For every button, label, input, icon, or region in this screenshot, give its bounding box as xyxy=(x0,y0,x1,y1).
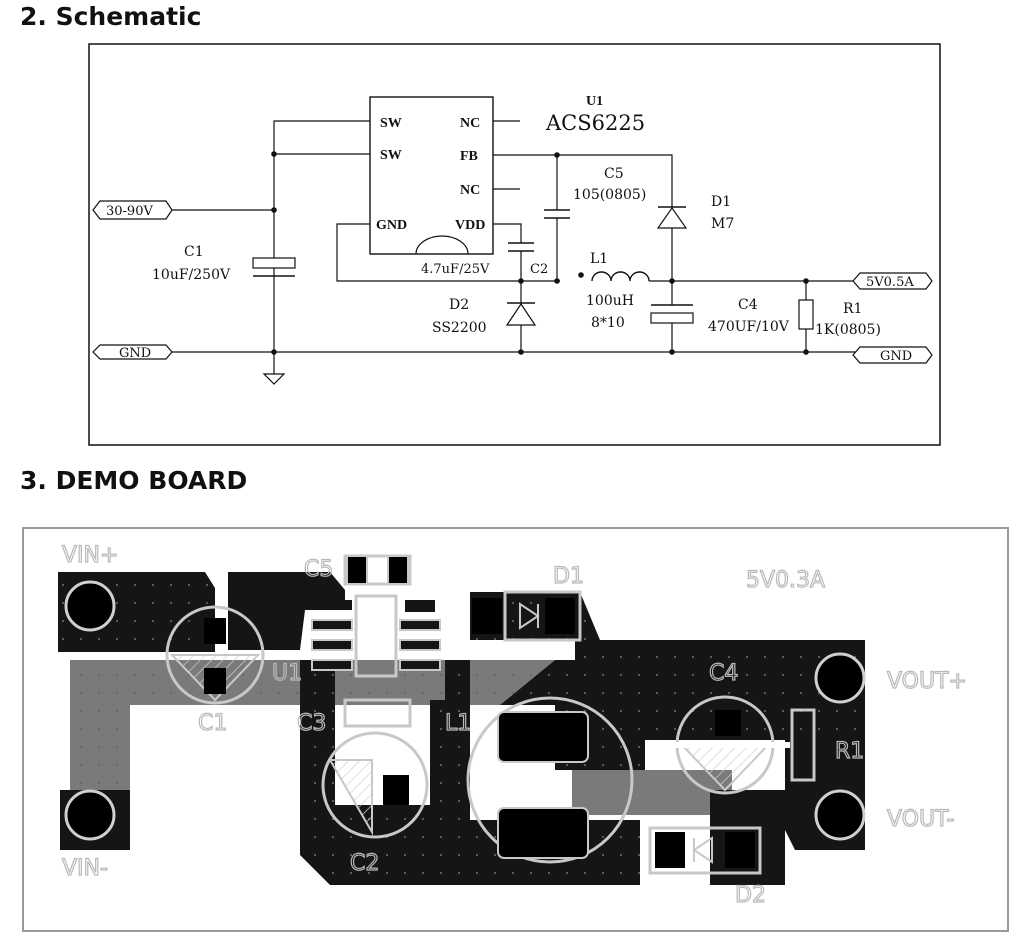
ic-pin-vdd: VDD xyxy=(455,218,485,233)
inductor-l1 xyxy=(578,271,650,282)
schematic-wires xyxy=(172,120,860,385)
port-gnd-in-label: GND xyxy=(119,346,151,361)
label-u1: U1 xyxy=(272,661,302,686)
port-vout-label: 5V0.5A xyxy=(866,275,914,290)
c4-footprint xyxy=(675,695,775,795)
silkscreen-polarity xyxy=(169,654,771,836)
c5-ref: C5 xyxy=(604,166,624,182)
ic-pin-nc1: NC xyxy=(460,116,480,131)
smd-pads xyxy=(204,556,755,868)
label-vin-minus: VIN- xyxy=(62,856,108,881)
port-vin-label: 30-90V xyxy=(106,204,153,219)
port-gnd-out xyxy=(852,346,933,364)
r1-footprint xyxy=(790,708,816,782)
u1-leads xyxy=(311,619,441,671)
ic-ref-label: U1 xyxy=(586,94,603,109)
d1-value: M7 xyxy=(711,216,734,232)
ic-u1: SW SW GND NC FB NC VDD U1 ACS6225 xyxy=(369,94,645,255)
capacitor-c1 xyxy=(252,257,296,277)
l1-ref: L1 xyxy=(590,251,608,267)
label-d1: D1 xyxy=(553,564,584,589)
d1-footprint xyxy=(503,590,582,642)
schematic-ports xyxy=(92,200,933,364)
u1-footprint xyxy=(354,594,398,678)
c5-value: 105(0805) xyxy=(573,187,646,203)
ic-pin-nc2: NC xyxy=(460,183,480,198)
board-trace-gap xyxy=(645,742,790,748)
schematic-section-title: 2. Schematic xyxy=(20,2,202,31)
c1-ref: C1 xyxy=(184,244,204,260)
ic-pin-sw2: SW xyxy=(380,148,402,163)
l1-value: 100uH xyxy=(586,293,634,309)
schematic-diagram: SW SW GND NC FB NC VDD U1 ACS6225 30-90V… xyxy=(88,43,941,446)
ic-body xyxy=(369,96,494,255)
label-c2: C2 xyxy=(350,851,379,876)
l1-footprint xyxy=(466,696,634,864)
c2-footprint xyxy=(321,731,429,839)
port-vin xyxy=(92,200,173,220)
c1-footprint xyxy=(165,605,265,705)
c4-value: 470UF/10V xyxy=(708,319,790,335)
ic-part-label: ACS6225 xyxy=(545,111,645,135)
d2-ref: D2 xyxy=(449,297,469,313)
port-gnd-in xyxy=(92,344,173,360)
port-vout xyxy=(852,272,933,290)
through-hole-pads xyxy=(64,580,866,841)
d2-footprint xyxy=(648,826,762,875)
capacitor-c4 xyxy=(650,304,694,324)
label-c3: C3 xyxy=(297,711,326,736)
schematic-junctions xyxy=(271,151,809,355)
d2-value: SS2200 xyxy=(432,320,487,336)
capacitor-c2 xyxy=(508,242,534,252)
label-rating: 5V0.3A xyxy=(746,568,825,593)
c1-value: 10uF/250V xyxy=(152,267,231,283)
ic-pin-sw1: SW xyxy=(380,116,402,131)
label-vin-plus: VIN+ xyxy=(62,543,118,568)
c3-footprint xyxy=(343,698,412,728)
diode-d2 xyxy=(505,302,537,326)
board-outline xyxy=(22,527,1009,932)
copper-vias xyxy=(58,572,865,885)
bottom-copper xyxy=(70,660,732,815)
label-c1: C1 xyxy=(198,711,227,736)
c5-footprint xyxy=(343,554,412,586)
d1-ref: D1 xyxy=(711,194,731,210)
label-c5: C5 xyxy=(304,557,333,582)
port-gnd-out-label: GND xyxy=(880,349,912,364)
pad-highlights xyxy=(346,555,589,859)
silkscreen-outlines xyxy=(165,554,816,875)
diode-d1 xyxy=(656,196,688,229)
l1-size: 8*10 xyxy=(591,315,625,331)
label-r1: R1 xyxy=(835,739,864,764)
c4-ref: C4 xyxy=(738,297,758,313)
ic-notch xyxy=(415,235,469,255)
capacitor-c5 xyxy=(544,209,570,219)
resistor-r1 xyxy=(798,299,814,330)
r1-ref: R1 xyxy=(843,301,862,317)
label-c4: C4 xyxy=(709,661,738,686)
label-vout-minus: VOUT- xyxy=(887,807,954,832)
label-vout-plus: VOUT+ xyxy=(887,669,967,694)
silkscreen-diode-symbols xyxy=(519,602,713,864)
schematic-frame xyxy=(88,43,941,446)
demo-board-section-title: 3. DEMO BOARD xyxy=(20,466,248,495)
copper-gap xyxy=(645,740,785,748)
label-l1: L1 xyxy=(445,711,471,736)
ic-pin-gnd: GND xyxy=(376,218,407,233)
top-copper xyxy=(58,572,865,885)
ic-pin-fb: FB xyxy=(460,149,478,164)
label-d2: D2 xyxy=(735,883,766,908)
c2-ref: C2 xyxy=(530,262,548,277)
c2-value: 4.7uF/25V xyxy=(421,262,490,277)
r1-value: 1K(0805) xyxy=(815,322,881,338)
